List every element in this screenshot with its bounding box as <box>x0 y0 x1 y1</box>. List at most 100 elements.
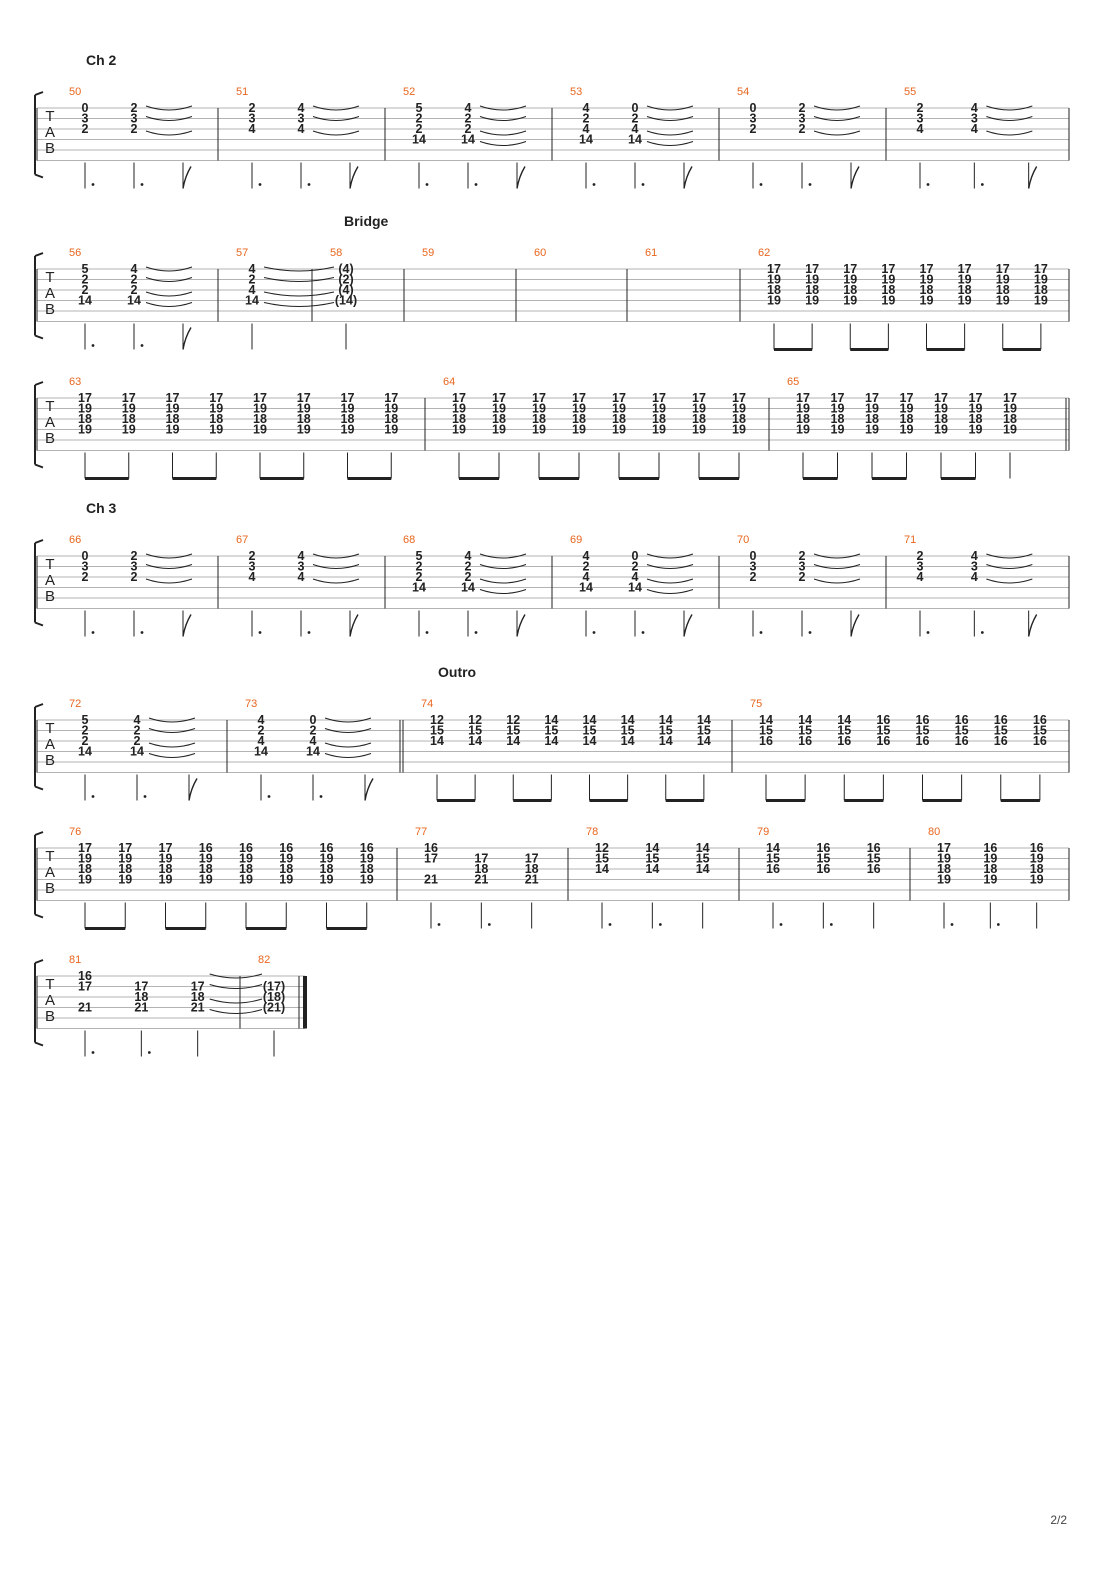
fret-number: 0 <box>632 549 639 563</box>
fret-number: 17 <box>900 391 914 405</box>
fret-number: 2 <box>917 549 924 563</box>
fret-number: 17 <box>1034 262 1048 276</box>
fret-number: 5 <box>82 713 89 727</box>
fret-number: 18 <box>532 412 546 426</box>
fret-number: 17 <box>384 391 398 405</box>
fret-number: 2 <box>465 112 472 126</box>
fret-number: 17 <box>920 262 934 276</box>
fret-number: 19 <box>881 273 895 287</box>
fret-number: 17 <box>159 841 173 855</box>
fret-number: 18 <box>199 862 213 876</box>
fret-number: 18 <box>209 412 223 426</box>
fret-number: 4 <box>971 101 978 115</box>
fret-number: 19 <box>341 423 355 437</box>
tie-arc <box>145 277 193 282</box>
fret-number: 17 <box>934 391 948 405</box>
page-number: 2/2 <box>1050 1513 1067 1527</box>
fret-number: 18 <box>297 412 311 426</box>
section-label: Ch 2 <box>86 52 117 68</box>
fret-number: 2 <box>82 283 89 297</box>
tie-arc <box>813 578 861 584</box>
fret-number: 2 <box>465 570 472 584</box>
fret-number: 16 <box>320 841 334 855</box>
fret-number: 4 <box>583 101 590 115</box>
fret-number: 19 <box>253 423 267 437</box>
section-label: Outro <box>438 664 476 680</box>
fret-number: 19 <box>199 873 213 887</box>
fret-number: 14 <box>766 841 780 855</box>
fret-number: 3 <box>917 560 924 574</box>
fret-number: 18 <box>831 412 845 426</box>
tab-system: Ch 3TAB660322326723443468522144221469424… <box>34 500 1070 637</box>
tab-clef-letter: T <box>45 108 54 125</box>
fret-number: 19 <box>492 423 506 437</box>
dotted-note-dot <box>808 631 812 634</box>
fret-number: 14 <box>254 745 268 759</box>
tie-arc <box>813 130 861 136</box>
fret-number: 14 <box>696 841 710 855</box>
fret-number: 4 <box>971 549 978 563</box>
fret-number: 19 <box>920 273 934 287</box>
fret-number: 14 <box>621 713 635 727</box>
measure-number: 71 <box>904 534 916 546</box>
fret-number: 16 <box>279 841 293 855</box>
tie-arc <box>145 578 193 584</box>
eighth-flag <box>182 614 192 637</box>
fret-number: 15 <box>583 724 597 738</box>
fret-number: 4 <box>249 570 256 584</box>
tab-clef-letter: T <box>45 720 54 737</box>
measure-number: 56 <box>69 247 81 259</box>
dotted-note-dot <box>592 183 596 186</box>
fret-number: 19 <box>166 423 180 437</box>
fret-number: 14 <box>127 294 141 308</box>
fret-number: 14 <box>468 734 482 748</box>
dotted-note-dot <box>980 631 984 634</box>
fret-number: 19 <box>1034 294 1048 308</box>
measure-number: 77 <box>415 826 427 838</box>
tie-arc <box>145 291 193 297</box>
fret-number: 19 <box>492 402 506 416</box>
tie-arc <box>312 105 360 111</box>
dotted-note-dot <box>808 183 812 186</box>
fret-number: 0 <box>82 101 89 115</box>
dotted-note-dot <box>474 631 478 634</box>
fret-number: 15 <box>759 724 773 738</box>
fret-number: 17 <box>865 391 879 405</box>
fret-number: 17 <box>692 391 706 405</box>
fret-number: 14 <box>78 745 92 759</box>
fret-number: 14 <box>412 581 426 595</box>
fret-number: 19 <box>166 402 180 416</box>
fret-number: 14 <box>659 734 673 748</box>
fret-number: 18 <box>320 862 334 876</box>
fret-number: 19 <box>843 273 857 287</box>
fret-number: 4 <box>258 713 265 727</box>
tie-arc <box>209 973 263 979</box>
eighth-flag <box>349 166 359 189</box>
fret-number: 15 <box>837 724 851 738</box>
tie-arc <box>479 105 527 111</box>
fret-number: 17 <box>958 262 972 276</box>
measure-number: 68 <box>403 534 415 546</box>
tie-arc <box>324 753 372 758</box>
tie-arc <box>145 564 193 569</box>
eighth-flag <box>364 778 374 801</box>
fret-number: 16 <box>1030 841 1044 855</box>
tie-arc <box>813 116 861 121</box>
fret-number: 16 <box>816 841 830 855</box>
fret-number: 4 <box>583 122 590 136</box>
fret-number: 19 <box>796 402 810 416</box>
fret-number: 16 <box>798 734 812 748</box>
fret-number: 15 <box>430 724 444 738</box>
fret-number: 19 <box>805 294 819 308</box>
fret-number: (2) <box>338 273 353 287</box>
fret-number: 5 <box>416 101 423 115</box>
fret-number: 21 <box>424 873 438 887</box>
fret-number: 17 <box>652 391 666 405</box>
fret-number: 18 <box>1030 862 1044 876</box>
fret-number: 2 <box>416 570 423 584</box>
fret-number: 2 <box>134 724 141 738</box>
fret-number: 14 <box>621 734 635 748</box>
fret-number: 19 <box>920 294 934 308</box>
fret-number: 15 <box>544 724 558 738</box>
fret-number: 19 <box>239 852 253 866</box>
